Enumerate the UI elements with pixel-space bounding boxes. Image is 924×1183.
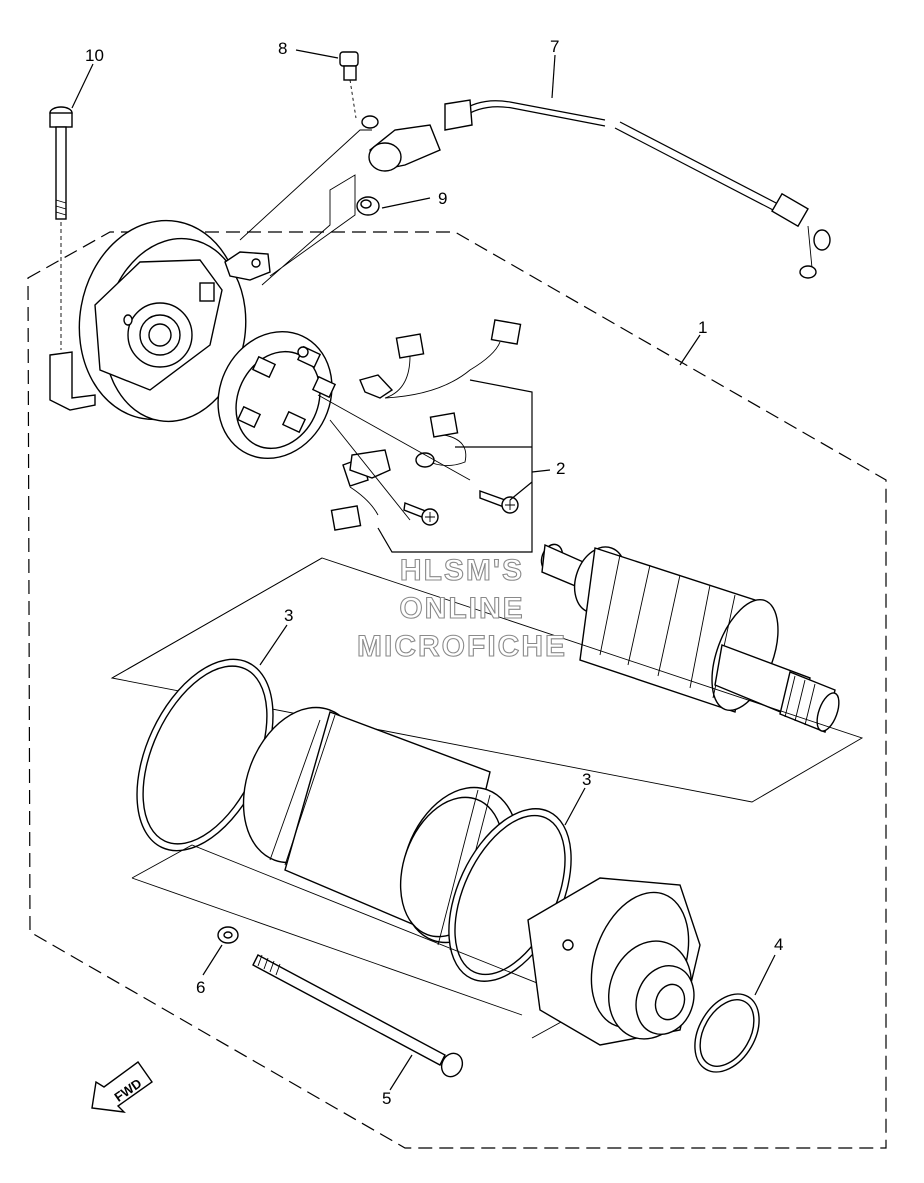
- armature: [540, 543, 840, 733]
- callout-7: 7: [550, 37, 559, 56]
- callout-10: 10: [85, 46, 104, 65]
- long-bolt: [49, 106, 73, 350]
- through-bolt: [252, 954, 464, 1078]
- watermark-line-3: MICROFICHE: [357, 630, 567, 663]
- watermark-line-1: HLSM'S: [400, 554, 524, 587]
- terminal-bolt: [339, 51, 359, 119]
- callout-1: 1: [698, 318, 707, 337]
- callout-2: 2: [556, 459, 565, 478]
- callout-4: 4: [774, 935, 783, 954]
- callout-9: 9: [438, 189, 447, 208]
- starter-cable: [361, 99, 831, 279]
- callout-8: 8: [278, 39, 287, 58]
- nut: [356, 196, 380, 216]
- o-ring-upper: [136, 658, 274, 852]
- washer: [217, 926, 239, 944]
- brush-set: [330, 319, 533, 553]
- fwd-arrow-icon: FWD: [91, 1061, 153, 1113]
- callout-3-lower: 3: [582, 770, 591, 789]
- end-cover: [49, 219, 271, 423]
- callout-6: 6: [196, 978, 205, 997]
- front-cover: [527, 877, 701, 1046]
- watermark-line-2: ONLINE: [399, 592, 524, 625]
- callout-5: 5: [382, 1089, 391, 1108]
- o-ring-small: [694, 993, 760, 1073]
- brush-plate: [217, 330, 337, 460]
- callout-3-upper: 3: [284, 606, 293, 625]
